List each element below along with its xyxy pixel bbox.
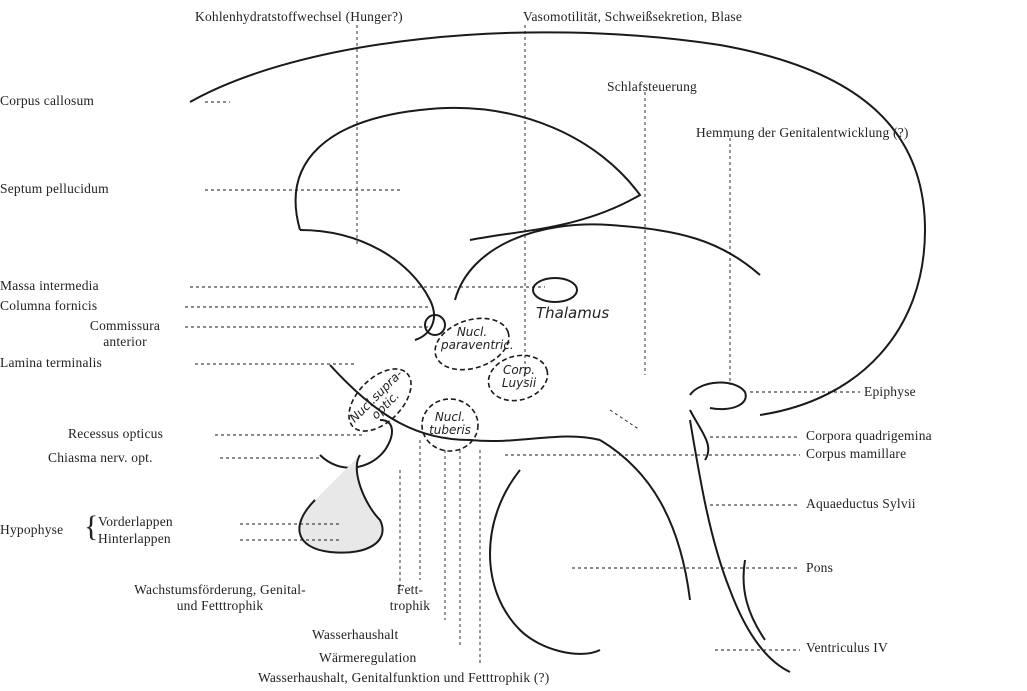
label-corpus-mamillare: Corpus mamillare xyxy=(806,446,906,462)
corpus-callosum-inner xyxy=(296,108,640,240)
nucl-tuberis-line2: tuberis xyxy=(425,424,475,437)
label-chiasma: Chiasma nerv. opt. xyxy=(48,450,153,466)
nucl-paraventric-line2: paraventric. xyxy=(441,339,503,352)
label-hinterlappen: Hinterlappen xyxy=(98,531,171,547)
label-vorderlappen: Vorderlappen xyxy=(98,514,173,530)
pons-outline xyxy=(600,440,690,600)
label-commissura: Commissura anterior xyxy=(70,318,180,350)
nucl-tuberis-label: Nucl. tuberis xyxy=(425,411,475,437)
label-fetttrophik: Fett- trophik xyxy=(375,582,445,614)
corpus-callosum-outline xyxy=(190,32,925,415)
label-hypophyse: Hypophyse xyxy=(0,522,63,538)
label-kohlenhydrat: Kohlenhydratstoffwechsel (Hunger?) xyxy=(195,9,403,25)
corp-luysii-line2: Luysii xyxy=(494,377,544,390)
label-commissura-line2: anterior xyxy=(70,334,180,350)
brainstem-front xyxy=(490,470,600,654)
label-ventriculus: Ventriculus IV xyxy=(806,640,888,656)
hypophyse-outline xyxy=(299,455,382,553)
label-vasomotilitaet: Vasomotilität, Schweißsekretion, Blase xyxy=(523,9,742,25)
label-wasser-genital: Wasserhaushalt, Genitalfunktion und Fett… xyxy=(258,670,549,686)
label-septum: Septum pellucidum xyxy=(0,181,109,197)
label-lamina: Lamina terminalis xyxy=(0,355,102,371)
nucl-paraventric-label: Nucl. paraventric. xyxy=(441,326,503,352)
label-waermeregulation: Wärmeregulation xyxy=(319,650,416,666)
leader-nucleus-connector xyxy=(610,410,640,430)
label-corpus-callosum: Corpus callosum xyxy=(0,93,94,109)
label-schlafsteuerung: Schlafsteuerung xyxy=(607,79,697,95)
label-commissura-line1: Commissura xyxy=(70,318,180,334)
brainstem-back xyxy=(690,420,790,672)
corp-luysii-label: Corp. Luysii xyxy=(494,364,544,390)
label-wasserhaushalt: Wasserhaushalt xyxy=(312,627,398,643)
label-corpora-quadrigemina: Corpora quadrigemina xyxy=(806,428,932,444)
label-wachstum-line2: und Fetttrophik xyxy=(95,598,345,614)
label-recessus: Recessus opticus xyxy=(68,426,163,442)
fornix xyxy=(300,230,434,340)
label-pons: Pons xyxy=(806,560,833,576)
label-aquaeductus: Aquaeductus Sylvii xyxy=(806,496,916,512)
label-fett-line2: trophik xyxy=(375,598,445,614)
label-wachstum: Wachstumsförderung, Genital- und Fetttro… xyxy=(95,582,345,614)
thalamus-label: Thalamus xyxy=(536,307,609,320)
massa-intermedia-shape xyxy=(533,278,577,302)
label-columna: Columna fornicis xyxy=(0,298,97,314)
label-epiphyse: Epiphyse xyxy=(864,384,916,400)
label-massa: Massa intermedia xyxy=(0,278,99,294)
hypophyse-brace: { xyxy=(84,512,98,542)
label-wachstum-line1: Wachstumsförderung, Genital- xyxy=(95,582,345,598)
epiphyse-outline xyxy=(690,383,746,410)
label-fett-line1: Fett- xyxy=(375,582,445,598)
label-hemmung: Hemmung der Genitalentwicklung (?) xyxy=(696,125,909,141)
